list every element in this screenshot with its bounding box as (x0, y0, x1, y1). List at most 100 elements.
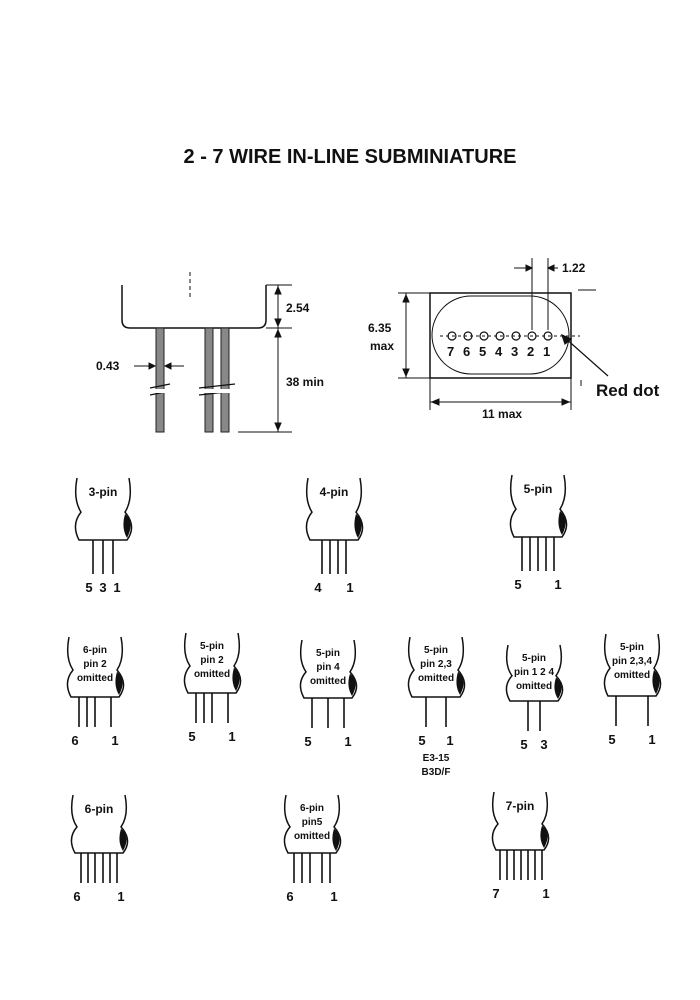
seal-shadow (119, 828, 127, 851)
dim-width-label: 11 max (482, 407, 522, 421)
variant-title: 6-pin (85, 802, 114, 816)
variant-note: pin5 (302, 817, 323, 828)
variant-left-pin: 4 (314, 580, 322, 595)
tube-outline (407, 636, 466, 698)
variant-right-pin: 1 (228, 729, 235, 744)
variant-mid-pin: 3 (99, 580, 106, 595)
variant-right-pin: 1 (346, 580, 353, 595)
variant-note: pin 2 (200, 655, 224, 666)
tube-body-outline (121, 285, 267, 329)
bottom-view: 7 6 5 4 3 2 1 1.22 6.35 max (368, 258, 660, 421)
variant-title: 3-pin (89, 485, 118, 499)
variant-omitted: omitted (194, 669, 230, 680)
tube-outline (305, 477, 364, 541)
variant-left-pin: 5 (514, 577, 521, 592)
seal-shadow (652, 669, 660, 694)
dim-length-label: 38 min (286, 375, 324, 389)
variant-title: 5-pin (524, 482, 553, 496)
base-capsule (431, 295, 570, 375)
variant-left-pin: 5 (608, 732, 615, 747)
variant-right-pin: 1 (446, 733, 453, 748)
variant-left-pin: 6 (286, 889, 293, 904)
seal-shadow (354, 513, 362, 538)
variant-type-code: E3-15 (423, 753, 450, 764)
seal-shadow (232, 667, 240, 691)
variant-omitted: omitted (294, 831, 330, 842)
variant-right-pin: 1 (554, 577, 561, 592)
variant-title: 6-pin (300, 803, 324, 814)
seal-shadow (332, 828, 340, 851)
variant-left-pin: 6 (73, 889, 80, 904)
variant-note: pin 1 2 4 (514, 667, 554, 678)
height-dimension (398, 292, 430, 379)
variant-title: 7-pin (506, 799, 535, 813)
variant-right-pin: 1 (113, 580, 120, 595)
variant-left-pin: 5 (85, 580, 92, 595)
pin-number-6: 6 (463, 344, 470, 359)
variant-left-pin: 5 (418, 733, 425, 748)
side-view: 0.43 2.54 38 min (96, 272, 324, 433)
dim-pitch-label: 1.22 (562, 261, 586, 275)
variant-omitted: omitted (614, 670, 650, 681)
variant-title: 5-pin (200, 641, 224, 652)
tube-outline (505, 644, 564, 702)
page-title: 2 - 7 WIRE IN-LINE SUBMINIATURE (183, 146, 517, 168)
seal-shadow (540, 825, 548, 848)
variant-right-pin: 1 (330, 889, 337, 904)
base-rectangle (429, 292, 572, 379)
seal-shadow (558, 510, 566, 535)
seal-shadow (348, 673, 356, 696)
wire-right (220, 327, 230, 433)
variant-omitted: omitted (310, 676, 346, 687)
pin-number-5: 5 (479, 344, 486, 359)
variant-6: 5-pin pin 4 omitted 5 1 (299, 639, 358, 749)
variant-3: 5-pin 5 1 (509, 474, 568, 592)
variant-omitted: omitted (77, 673, 113, 684)
wire-diameter-dimension (134, 362, 184, 370)
variant-right-pin: 1 (344, 734, 351, 749)
variant-title: 5-pin (522, 653, 546, 664)
variant-title: 4-pin (320, 485, 349, 499)
tube-outline (70, 794, 129, 854)
variant-note: pin 2,3,4 (612, 656, 652, 667)
variant-title: 5-pin (316, 648, 340, 659)
variant-left-pin: 5 (520, 737, 527, 752)
height-dimension-lines (238, 284, 292, 433)
variant-right-pin: 1 (542, 886, 549, 901)
pin-number-3: 3 (511, 344, 518, 359)
variant-left-pin: 5 (304, 734, 311, 749)
red-dot-arrow (561, 333, 609, 377)
variant-right-pin: 1 (117, 889, 124, 904)
dim-top-label: 2.54 (286, 301, 310, 315)
seal-shadow (123, 513, 131, 538)
variant-left-pin: 6 (71, 733, 78, 748)
pin-number-2: 2 (527, 344, 534, 359)
tube-outline (283, 794, 342, 854)
variant-type-code: B3D/F (422, 767, 451, 778)
variant-note: pin 4 (316, 662, 340, 673)
variant-note: pin 2 (83, 659, 107, 670)
pin-number-7: 7 (447, 344, 454, 359)
variant-2: 4-pin 4 1 (305, 477, 364, 595)
red-dot-label: Red dot (596, 381, 660, 400)
seal-shadow (115, 671, 123, 695)
wire-middle (204, 327, 214, 433)
tube-outline (491, 791, 550, 851)
variant-12: 7-pin 7 1 (491, 791, 550, 901)
width-dimension (429, 378, 572, 410)
variant-left-pin: 7 (492, 886, 499, 901)
seal-shadow (554, 677, 562, 699)
variant-right-pin: 1 (111, 733, 118, 748)
variant-10: 6-pin 6 1 (70, 794, 129, 904)
variant-omitted: omitted (418, 673, 454, 684)
tube-outline (603, 633, 662, 697)
dim-height-sub-label: max (370, 339, 394, 353)
